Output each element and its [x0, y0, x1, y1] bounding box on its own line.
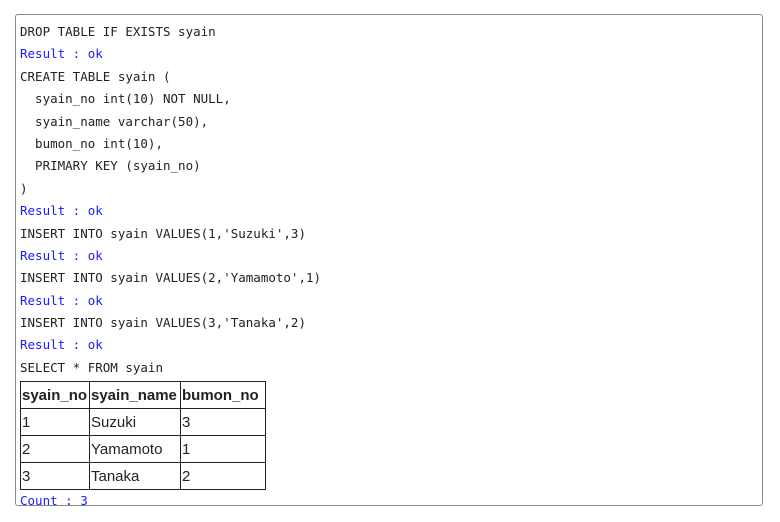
result-line: Result : ok: [20, 203, 103, 219]
table-cell: Tanaka: [89, 462, 181, 491]
sql-line: DROP TABLE IF EXISTS syain: [20, 24, 216, 39]
result-line: Result : ok: [20, 292, 103, 308]
table-cell: 2: [20, 435, 90, 464]
column-header: bumon_no: [180, 381, 266, 410]
table-cell: 3: [180, 408, 266, 437]
sql-line: INSERT INTO syain VALUES(3,'Tanaka',2): [20, 315, 306, 331]
sql-line: PRIMARY KEY (syain_no): [20, 158, 201, 174]
table-cell: 1: [20, 408, 90, 437]
sql-line: syain_name varchar(50),: [20, 113, 209, 129]
sql-line: syain_no int(10) NOT NULL,: [20, 91, 231, 107]
sql-line: ): [20, 180, 28, 196]
table-cell: Suzuki: [89, 408, 181, 437]
result-line: Result : ok: [20, 46, 103, 62]
sql-line: INSERT INTO syain VALUES(1,'Suzuki',3): [20, 225, 306, 241]
count-result: Count : 3: [20, 493, 88, 509]
sql-line: SELECT * FROM syain: [20, 359, 163, 375]
table-cell: 1: [180, 435, 266, 464]
column-header: syain_no: [20, 381, 90, 410]
table-header-row: syain_no syain_name bumon_no: [20, 381, 266, 410]
table-cell: Yamamoto: [89, 435, 181, 464]
sql-line: bumon_no int(10),: [20, 135, 163, 151]
column-header: syain_name: [89, 381, 181, 410]
sql-line: CREATE TABLE syain (: [20, 68, 171, 84]
table-cell: 3: [20, 462, 90, 491]
table-cell: 2: [180, 462, 266, 491]
result-line: Result : ok: [20, 247, 103, 263]
sql-line: INSERT INTO syain VALUES(2,'Yamamoto',1): [20, 270, 322, 286]
result-line: Result : ok: [20, 337, 103, 353]
